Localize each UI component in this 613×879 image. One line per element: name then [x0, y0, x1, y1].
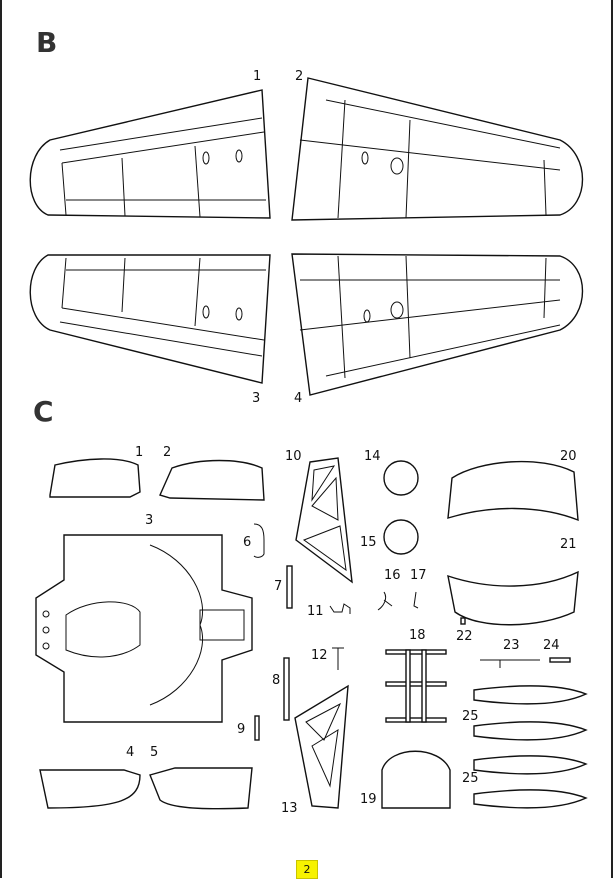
label-c-24: 24 — [543, 638, 560, 653]
part-c-18 — [385, 649, 447, 723]
label-c-25a: 25 — [462, 709, 479, 724]
part-c-25c — [473, 755, 588, 775]
part-c-6 — [253, 523, 265, 558]
label-b-1: 1 — [253, 69, 261, 84]
label-c-6: 6 — [243, 535, 251, 550]
part-c-21 — [447, 570, 579, 626]
label-b-2: 2 — [295, 69, 303, 84]
part-c-9 — [254, 715, 260, 741]
label-c-2: 2 — [163, 445, 171, 460]
part-c-3 — [35, 534, 253, 723]
part-c-22 — [460, 617, 466, 625]
label-c-18: 18 — [409, 628, 426, 643]
section-b-heading: B — [36, 26, 58, 59]
part-c-11 — [329, 603, 351, 614]
label-b-3: 3 — [252, 391, 260, 406]
label-c-8: 8 — [272, 673, 280, 688]
page-number-badge: 2 — [296, 860, 318, 879]
wing-part-2 — [291, 77, 584, 221]
part-c-19 — [381, 750, 451, 809]
part-c-2 — [159, 459, 265, 501]
wing-part-3 — [29, 254, 271, 384]
part-c-8 — [283, 657, 290, 721]
wing-part-4 — [291, 253, 584, 396]
label-c-1: 1 — [135, 445, 143, 460]
part-c-16 — [377, 591, 393, 611]
label-c-4: 4 — [126, 745, 134, 760]
label-c-5: 5 — [150, 745, 158, 760]
part-c-10 — [295, 457, 353, 584]
part-c-4 — [39, 769, 141, 809]
wing-part-1 — [29, 89, 271, 219]
label-c-21: 21 — [560, 537, 577, 552]
label-c-22: 22 — [456, 629, 473, 644]
part-c-1 — [49, 458, 141, 498]
label-c-14: 14 — [364, 449, 381, 464]
label-c-20: 20 — [560, 449, 577, 464]
part-c-20 — [447, 460, 579, 522]
label-c-23: 23 — [503, 638, 520, 653]
label-c-7: 7 — [274, 579, 282, 594]
label-b-4: 4 — [294, 391, 302, 406]
part-c-24 — [549, 657, 571, 663]
label-c-15: 15 — [360, 535, 377, 550]
part-c-15 — [383, 519, 419, 555]
part-c-25d — [473, 789, 588, 809]
label-c-19: 19 — [360, 792, 377, 807]
label-c-13: 13 — [281, 801, 298, 816]
label-c-16: 16 — [384, 568, 401, 583]
section-c-heading: C — [33, 395, 54, 428]
part-c-14 — [383, 460, 419, 496]
label-c-9: 9 — [237, 722, 245, 737]
label-c-10: 10 — [285, 449, 302, 464]
part-c-25b — [473, 721, 588, 741]
part-c-13 — [294, 684, 349, 809]
label-c-25b: 25 — [462, 771, 479, 786]
label-c-17: 17 — [410, 568, 427, 583]
part-c-12 — [332, 647, 344, 670]
label-c-11: 11 — [307, 604, 324, 619]
part-c-23 — [480, 659, 540, 668]
label-c-3: 3 — [145, 513, 153, 528]
part-c-5 — [149, 767, 253, 810]
part-c-7 — [286, 565, 293, 609]
label-c-12: 12 — [311, 648, 328, 663]
part-c-25a — [473, 685, 588, 705]
part-c-17 — [413, 591, 419, 609]
